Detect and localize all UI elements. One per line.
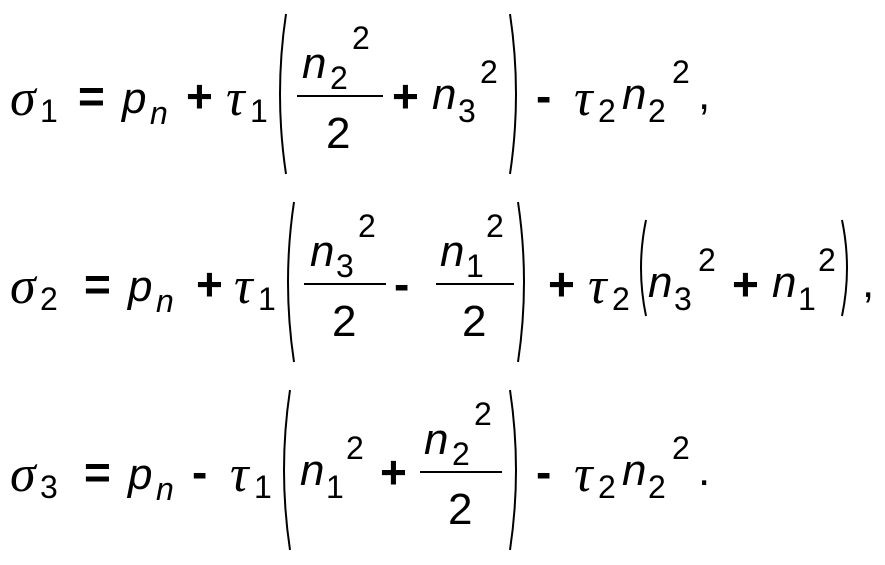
n3-subscript: 3	[458, 93, 476, 129]
fraction-denominator: 2	[448, 485, 473, 534]
fraction-bar	[297, 95, 383, 97]
inner-n1-variable: n	[772, 258, 797, 307]
n2-superscript: 2	[672, 430, 690, 466]
p-variable: p	[128, 262, 153, 311]
inner-n1-superscript: 2	[818, 242, 836, 278]
fraction1-bar	[304, 283, 386, 285]
fraction-numerator-superscript: 2	[352, 20, 370, 56]
equation-sigma-3: σ 3 = p n - τ 1 n 1 2 + n 2 2 2 - τ 2 n …	[0, 376, 885, 565]
fraction-numerator-variable: n	[302, 39, 327, 88]
plus-operator-inner: +	[392, 70, 419, 122]
fraction2-numerator-superscript: 2	[486, 208, 504, 244]
plus-operator-2: +	[548, 258, 575, 310]
fraction1-numerator-variable: n	[310, 227, 335, 276]
trailing-comma: ,	[698, 70, 711, 119]
plus-operator: +	[196, 258, 223, 310]
left-parenthesis	[287, 201, 295, 363]
n3-superscript: 2	[480, 54, 498, 90]
p-subscript: n	[156, 471, 174, 507]
p-subscript: n	[150, 95, 168, 131]
minus-operator-2: -	[536, 446, 552, 498]
n2-variable: n	[622, 70, 647, 119]
tau-subscript: 1	[258, 281, 276, 317]
tau2-subscript: 2	[598, 469, 616, 505]
left-parenthesis	[279, 13, 287, 175]
fraction-numerator-subscript: 2	[330, 60, 348, 96]
fraction2-bar	[436, 283, 514, 285]
sigma-subscript: 1	[40, 93, 58, 129]
tau-subscript: 1	[250, 93, 268, 129]
equals-sign: =	[84, 258, 111, 310]
equals-sign: =	[78, 70, 105, 122]
fraction-numerator-subscript: 2	[452, 436, 470, 472]
fraction-numerator-superscript: 2	[474, 396, 492, 432]
trailing-period: .	[698, 446, 711, 495]
equals-sign: =	[84, 446, 111, 498]
right-parenthesis	[517, 201, 525, 363]
tau2-subscript: 2	[598, 93, 616, 129]
plus-operator-inner: +	[380, 446, 407, 498]
fraction-numerator-variable: n	[424, 415, 449, 464]
right-parenthesis	[509, 389, 517, 551]
sigma-symbol: σ	[10, 70, 36, 127]
tau2-subscript: 2	[612, 281, 630, 317]
p-variable: p	[128, 450, 153, 499]
n3-variable: n	[432, 70, 457, 119]
p-subscript: n	[156, 283, 174, 319]
fraction1-denominator: 2	[332, 297, 357, 346]
right-parenthesis	[509, 13, 517, 175]
n1-subscript: 1	[326, 469, 344, 505]
inner-n1-subscript: 1	[798, 281, 816, 317]
left-parenthesis	[283, 389, 291, 551]
minus-operator: -	[536, 70, 552, 122]
tau2-symbol: τ	[588, 258, 607, 315]
n2-subscript: 2	[648, 93, 666, 129]
tau-symbol: τ	[230, 446, 249, 503]
equation-sigma-1: σ 1 = p n + τ 1 n 2 2 2 + n 3 2 - τ 2 n …	[0, 0, 885, 190]
tau2-symbol: τ	[574, 70, 593, 127]
n2-variable: n	[622, 446, 647, 495]
fraction-bar	[420, 471, 502, 473]
n2-subscript: 2	[648, 469, 666, 505]
fraction2-denominator: 2	[462, 297, 487, 346]
n1-variable: n	[300, 446, 325, 495]
p-variable: p	[122, 74, 147, 123]
tau2-symbol: τ	[574, 446, 593, 503]
sigma-symbol: σ	[10, 258, 36, 315]
small-right-parenthesis	[841, 219, 848, 317]
fraction-denominator: 2	[326, 109, 351, 158]
plus-operator: +	[186, 70, 213, 122]
minus-operator-inner: -	[394, 258, 410, 310]
n2-superscript: 2	[672, 54, 690, 90]
small-left-parenthesis	[640, 219, 647, 317]
sigma-subscript: 2	[40, 281, 58, 317]
sigma-subscript: 3	[40, 469, 58, 505]
fraction2-numerator-subscript: 1	[466, 248, 484, 284]
minus-operator: -	[192, 446, 208, 498]
tau-symbol: τ	[234, 258, 253, 315]
inner-n3-subscript: 3	[674, 281, 692, 317]
n1-superscript: 2	[346, 430, 364, 466]
trailing-comma: ,	[862, 258, 875, 307]
inner-n3-variable: n	[648, 258, 673, 307]
equation-sigma-2: σ 2 = p n + τ 1 n 3 2 2 - n 1 2 2 + τ 2 …	[0, 188, 885, 378]
fraction1-numerator-subscript: 3	[336, 248, 354, 284]
plus-operator-inner-2: +	[732, 258, 759, 310]
inner-n3-superscript: 2	[698, 242, 716, 278]
sigma-symbol: σ	[10, 446, 36, 503]
fraction2-numerator-variable: n	[440, 227, 465, 276]
fraction1-numerator-superscript: 2	[358, 208, 376, 244]
tau-subscript: 1	[254, 469, 272, 505]
tau-symbol: τ	[226, 70, 245, 127]
